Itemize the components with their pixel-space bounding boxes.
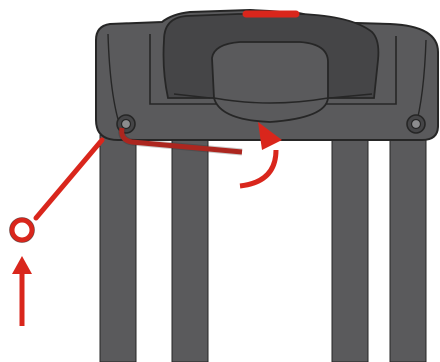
tube-left-outer bbox=[99, 119, 137, 362]
rotate-arrow-head bbox=[258, 122, 282, 150]
hex-key-long-arm bbox=[33, 137, 105, 221]
release-button bbox=[211, 41, 329, 123]
release-button-edge bbox=[213, 97, 329, 104]
hex-key-ring bbox=[9, 217, 35, 243]
tube-right-outer bbox=[389, 119, 427, 362]
trolley-tubes bbox=[99, 119, 427, 362]
rotate-arrow-shaft bbox=[239, 149, 279, 189]
hex-key bbox=[9, 127, 243, 243]
pull-arrow bbox=[12, 256, 32, 326]
rotate-arrow bbox=[239, 122, 282, 189]
tube-right-inner bbox=[331, 119, 369, 362]
hex-key-short-arm bbox=[119, 127, 243, 155]
pull-arrow-head bbox=[12, 256, 32, 274]
tube-left-inner bbox=[171, 119, 209, 362]
release-button-body bbox=[211, 41, 329, 123]
screw-hole-right bbox=[406, 114, 426, 134]
grip-cover-lower-edge bbox=[173, 93, 373, 99]
